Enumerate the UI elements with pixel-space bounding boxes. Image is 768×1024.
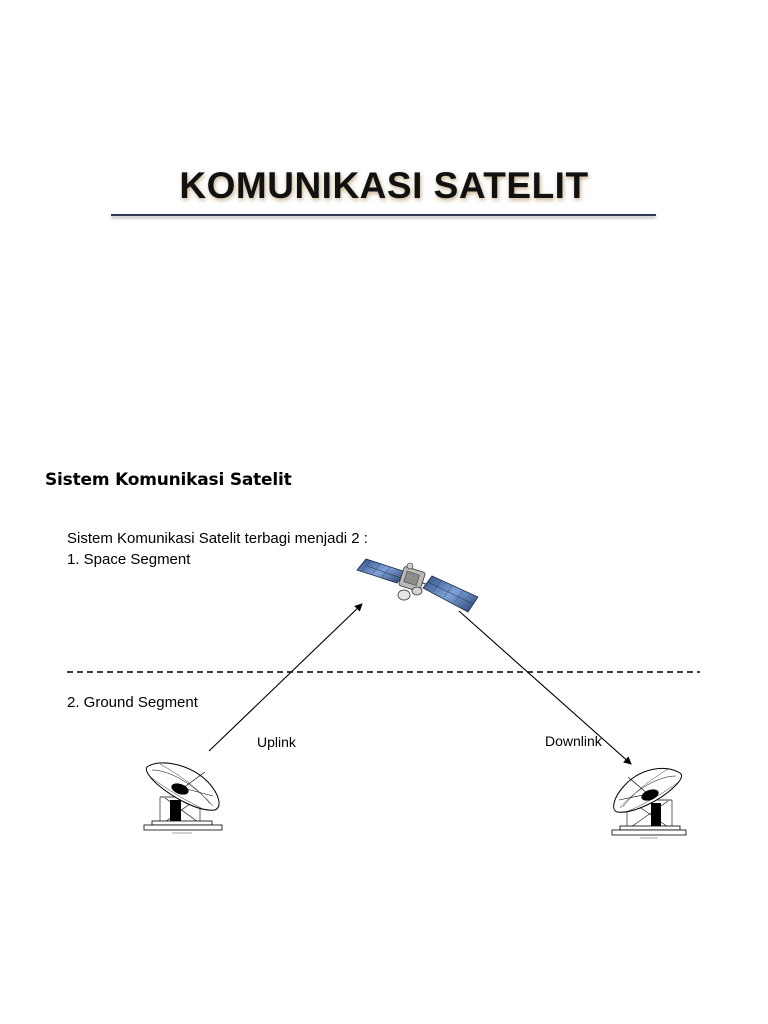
downlink-arrow bbox=[458, 610, 632, 765]
downlink-label: Downlink bbox=[545, 733, 602, 749]
uplink-arrow bbox=[208, 603, 363, 752]
ground-station-left-icon bbox=[143, 762, 223, 834]
satellite-icon bbox=[356, 558, 479, 613]
ground-station-right-icon bbox=[611, 767, 687, 839]
intro-text: Sistem Komunikasi Satelit terbagi menjad… bbox=[67, 530, 368, 547]
ground-segment-label: 2. Ground Segment bbox=[67, 694, 198, 711]
title-underline bbox=[111, 214, 656, 216]
space-segment-label: 1. Space Segment bbox=[67, 551, 191, 568]
section-heading: Sistem Komunikasi Satelit bbox=[45, 470, 292, 490]
uplink-label: Uplink bbox=[257, 734, 296, 750]
page-title: KOMUNIKASI SATELIT bbox=[179, 165, 589, 206]
